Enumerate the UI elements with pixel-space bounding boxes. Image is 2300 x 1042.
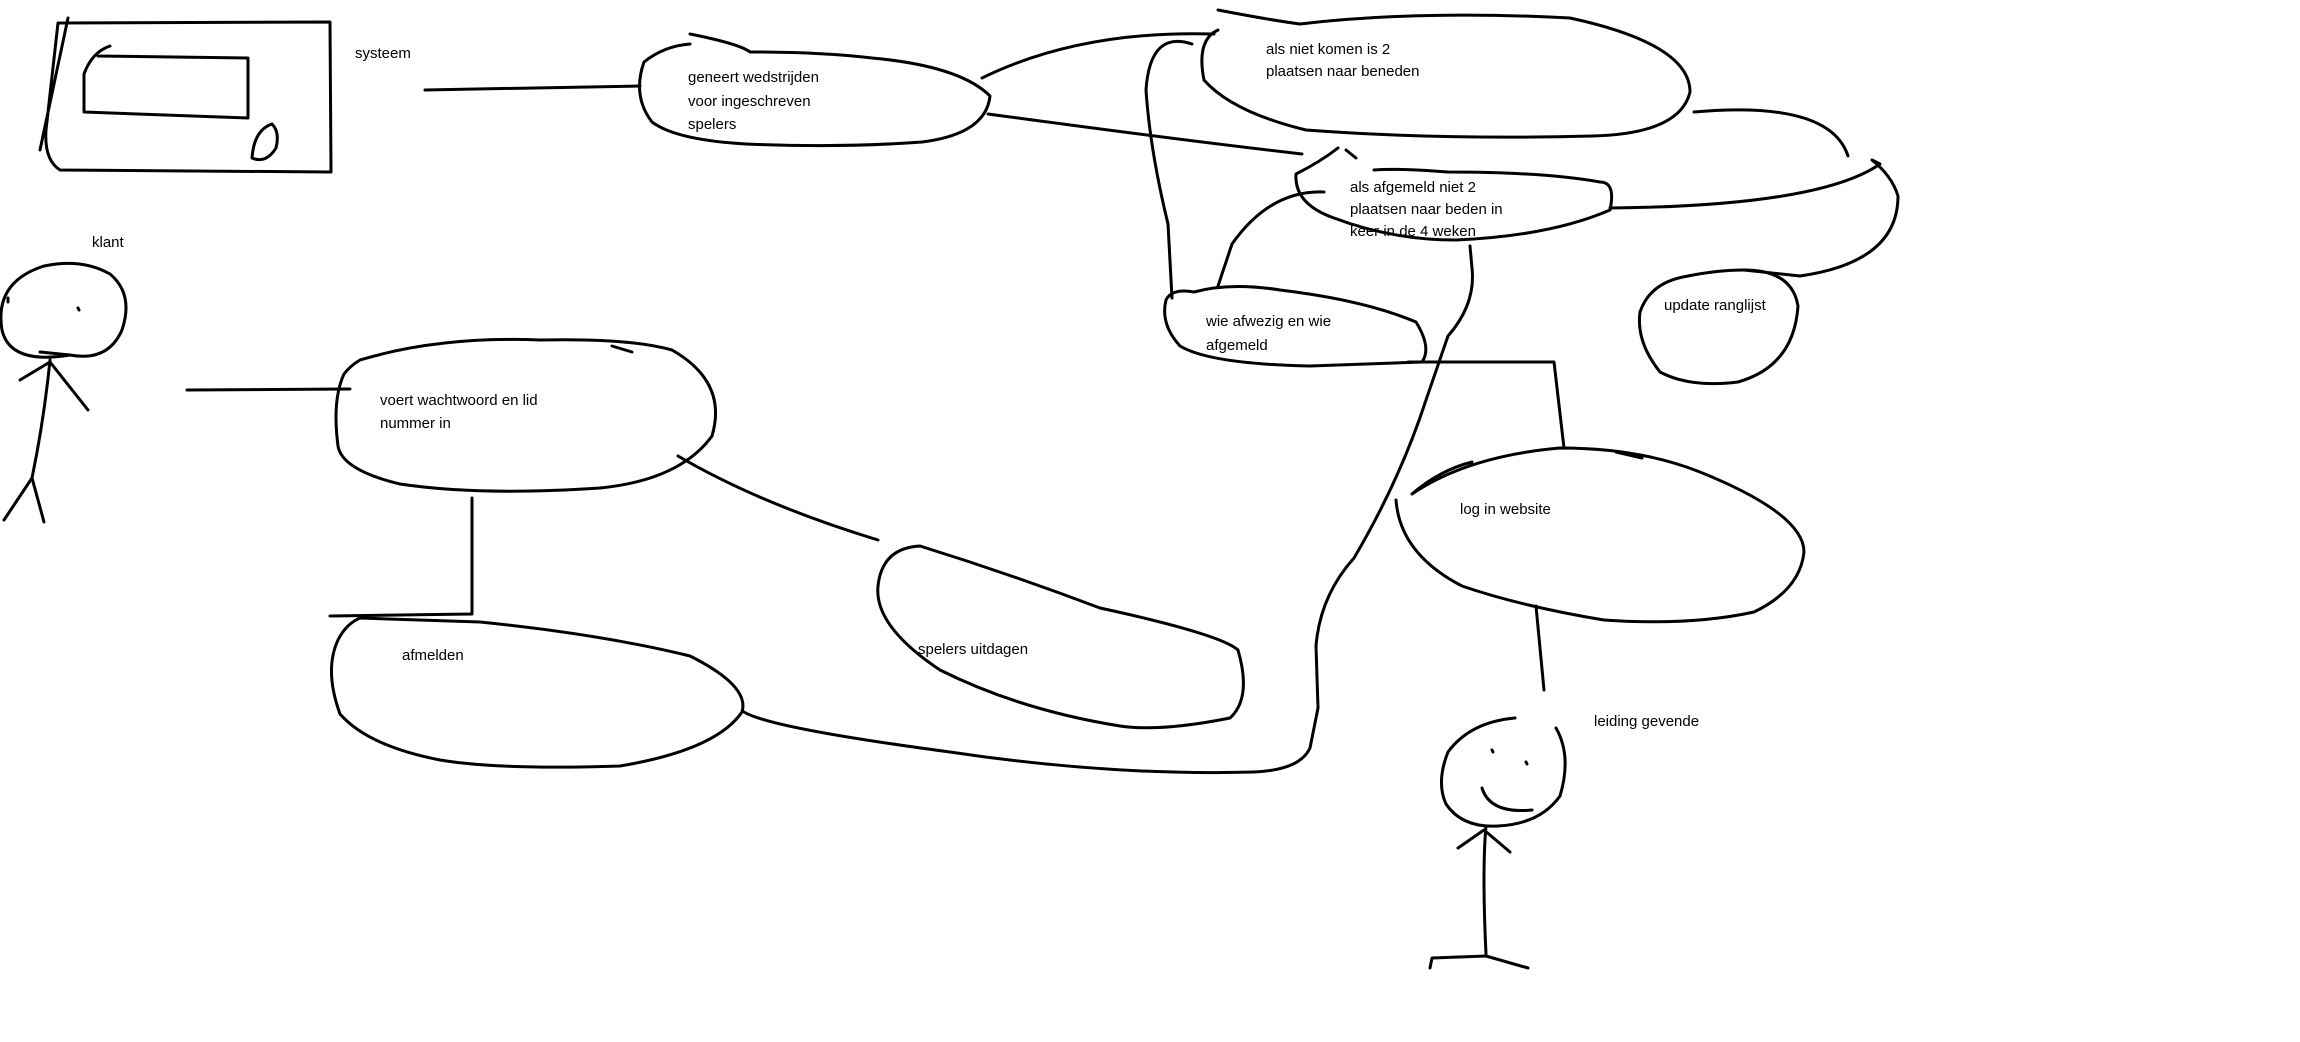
use-case-label: update ranglijst — [1664, 297, 1767, 314]
screen-icon — [82, 44, 250, 120]
use-case-label: geneert wedstrijden — [688, 69, 819, 86]
use-case-label: spelers — [688, 116, 736, 133]
use-case-label: afgemeld — [1206, 337, 1268, 354]
line-noshow-absent — [1144, 39, 1194, 300]
use-case-label: afmelden — [402, 647, 464, 664]
connectors — [185, 32, 1900, 775]
system-actor: systeem — [38, 16, 411, 174]
line-generate-noshow — [980, 32, 1216, 80]
manager-body — [1428, 824, 1530, 970]
line-system-generate — [423, 84, 642, 92]
customer-actor-label: klant — [92, 234, 125, 251]
use-case-absent: wie afwezig en wie afgemeld — [1163, 284, 1428, 368]
use-case-label: log in website — [1460, 501, 1551, 518]
manager-actor: leiding gevende — [1428, 713, 1699, 970]
line-unsubscribe-website — [742, 244, 1474, 775]
customer-head — [0, 261, 128, 359]
use-case-label: plaatsen naar beneden — [1266, 63, 1419, 80]
manager-face — [1480, 748, 1534, 813]
use-case-login-credentials: voert wachtwoord en lid nummer in — [334, 337, 717, 493]
use-case-log-in: log in website — [1394, 446, 1806, 624]
computer-icon — [38, 16, 333, 174]
line-website-manager — [1534, 604, 1546, 692]
use-case-label: keer in de 4 weken — [1350, 223, 1476, 240]
customer-actor: klant — [0, 234, 128, 524]
line-absent-website — [1406, 360, 1566, 450]
use-case-update-ranking: update ranglijst — [1637, 268, 1800, 386]
mouse-icon — [250, 122, 279, 162]
manager-head — [1440, 716, 1567, 828]
use-case-no-show: als niet komen is 2 plaatsen naar benede… — [1200, 8, 1692, 139]
line-unregistered-ranking — [1608, 158, 1900, 278]
use-case-label: wie afwezig en wie — [1205, 313, 1331, 330]
use-case-label: als afgemeld niet 2 — [1350, 179, 1476, 196]
line-login-unsubscribe — [328, 496, 474, 618]
use-case-unsubscribe: afmelden — [329, 616, 745, 769]
line-unregistered-absent — [1216, 190, 1326, 288]
system-actor-label: systeem — [355, 45, 411, 62]
use-case-label: voert wachtwoord en lid — [380, 392, 538, 409]
customer-face — [6, 296, 81, 357]
use-case-label: voor ingeschreven — [688, 93, 811, 110]
customer-body — [2, 358, 90, 524]
use-case-label: spelers uitdagen — [918, 641, 1028, 658]
use-case-generate-matches: geneert wedstrijden voor ingeschreven sp… — [638, 32, 992, 148]
line-noshow-ranking — [1692, 108, 1850, 158]
line-customer-login — [185, 387, 352, 392]
use-case-label: nummer in — [380, 415, 451, 432]
use-case-label: als niet komen is 2 — [1266, 41, 1390, 58]
use-case-unregistered: als afgemeld niet 2 plaatsen naar beden … — [1294, 146, 1614, 242]
line-generate-unregistered — [986, 112, 1304, 156]
line-login-challenge — [676, 454, 880, 542]
use-case-label: plaatsen naar beden in — [1350, 201, 1503, 218]
manager-actor-label: leiding gevende — [1594, 713, 1699, 730]
use-case-challenge: spelers uitdagen — [876, 544, 1245, 730]
